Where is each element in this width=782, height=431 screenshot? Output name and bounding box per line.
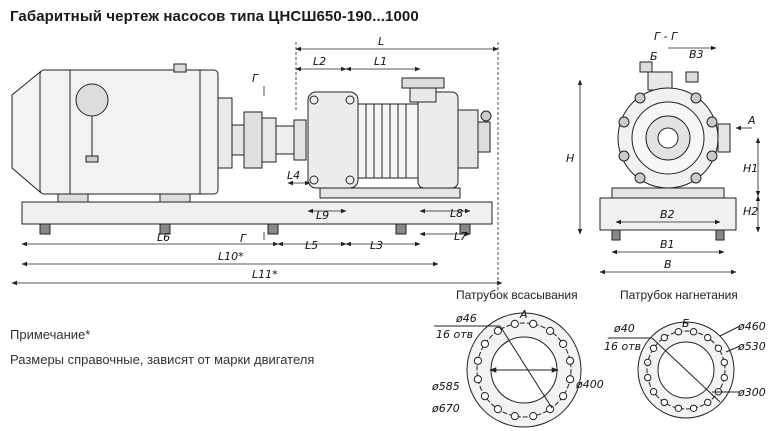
dim-L6: L6	[157, 231, 170, 244]
bolt-hole	[546, 326, 555, 335]
bolt-hole	[529, 412, 538, 421]
dim-H2: H2	[743, 205, 758, 218]
end-dimensions	[577, 45, 761, 275]
bolt-hole	[674, 328, 683, 336]
note-heading: Примечание*	[10, 327, 91, 342]
bolt-hole	[704, 398, 712, 407]
side-labels: L L2 L1 Г L4 L9 L8 Г L7 L6 L5 L3 L10* L1…	[157, 35, 467, 281]
bolt-hole	[546, 405, 555, 414]
bolt-hole	[566, 356, 575, 365]
coupling	[231, 111, 307, 169]
side-view	[11, 63, 493, 235]
dim-L8: L8	[450, 207, 463, 220]
dim-L11: L11*	[252, 268, 278, 281]
discharge-hole-dia: ø40	[613, 322, 635, 335]
dim-B: B	[664, 258, 672, 271]
suction-letter: А	[519, 308, 528, 321]
dim-B1: B1	[660, 238, 675, 251]
bolt-hole	[529, 319, 538, 328]
discharge-bolt-circle: ø530	[737, 340, 766, 353]
suction-caption: Патрубок всасывания	[456, 288, 578, 302]
bolt-hole	[644, 358, 652, 367]
suction-hole-dia: ø46	[455, 312, 477, 325]
suction-bolt-holes	[473, 319, 575, 421]
dim-L7: L7	[454, 230, 467, 243]
suction-bore: ø400	[575, 378, 604, 391]
bolt-hole	[510, 319, 519, 328]
dim-L9: L9	[316, 209, 329, 222]
dim-H: H	[566, 152, 574, 165]
end-view	[599, 61, 737, 241]
dim-L3: L3	[370, 239, 383, 252]
bolt-hole	[480, 392, 489, 401]
base-frame	[21, 201, 493, 235]
motor	[11, 63, 233, 203]
bolt-hole	[649, 388, 658, 396]
bolt-hole	[566, 375, 575, 384]
dim-L1: L1	[374, 55, 387, 68]
label-b-outlet: Б	[650, 50, 658, 63]
bolt-hole	[644, 373, 652, 382]
discharge-bolt-holes	[644, 328, 728, 412]
bolt-hole	[720, 358, 728, 367]
bolt-hole	[559, 339, 568, 348]
bolt-hole	[704, 333, 712, 342]
pump-body	[307, 77, 492, 199]
bolt-hole	[720, 373, 728, 382]
dim-H1: H1	[743, 162, 758, 175]
bolt-hole	[473, 375, 482, 384]
dim-L2: L2	[313, 55, 326, 68]
section-mark-bottom: Г	[240, 232, 247, 245]
dim-L5: L5	[305, 239, 318, 252]
suction-bolt-circle: ø585	[431, 380, 460, 393]
bolt-hole	[559, 392, 568, 401]
dim-L: L	[378, 35, 384, 48]
bolt-hole	[689, 404, 698, 412]
bolt-hole	[493, 326, 502, 335]
discharge-outer-dia: ø460	[737, 320, 766, 333]
section-mark-top: Г	[252, 72, 259, 85]
bolt-hole	[674, 404, 683, 412]
discharge-letter: Б	[682, 317, 690, 330]
bolt-hole	[660, 398, 668, 407]
label-a-inlet: А	[747, 114, 756, 127]
bolt-hole	[493, 405, 502, 414]
dim-L10: L10*	[218, 250, 244, 263]
note-text: Размеры справочные, зависят от марки дви…	[10, 352, 315, 367]
bolt-hole	[473, 356, 482, 365]
dim-B3: B3	[689, 48, 704, 61]
section-title: Г - Г	[654, 30, 678, 43]
suction-outer-dia: ø670	[431, 402, 460, 415]
end-labels: Г - Г Б B3 А H H1 H2 B2 B1 B	[566, 30, 758, 271]
bolt-hole	[689, 328, 698, 336]
bolt-hole	[510, 412, 519, 421]
dim-B2: B2	[660, 208, 675, 221]
bolt-hole	[660, 333, 668, 342]
page-title: Габаритный чертеж насосов типа ЦНСШ650-1…	[10, 8, 419, 25]
suction-flange: Патрубок всасывания А ø46 16 отв ø585 ø6…	[431, 288, 604, 428]
discharge-hole-count: 16 отв	[604, 340, 641, 353]
side-dimensions	[11, 42, 503, 290]
discharge-flange: Патрубок нагнетания Б ø40 16 отв ø460 ø5…	[604, 288, 766, 419]
dim-L4: L4	[287, 169, 300, 182]
discharge-caption: Патрубок нагнетания	[620, 288, 738, 302]
bolt-hole	[714, 344, 723, 352]
bolt-hole	[480, 339, 489, 348]
bolt-hole	[649, 344, 658, 352]
suction-hole-count: 16 отв	[436, 328, 473, 341]
discharge-bore: ø300	[737, 386, 766, 399]
